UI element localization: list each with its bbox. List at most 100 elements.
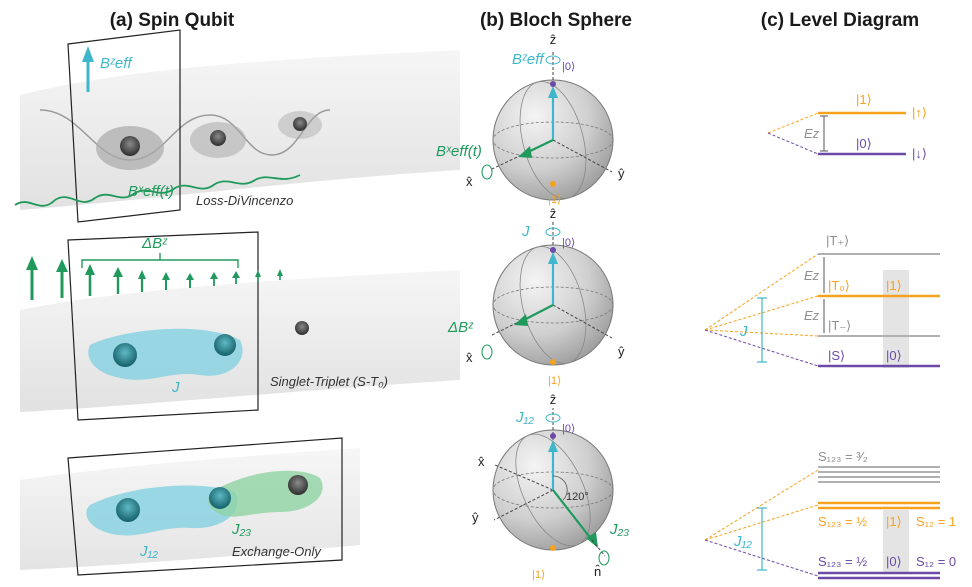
state-1-marker [550,181,556,187]
c-st-ket0: |0⟩ [886,348,902,363]
c-st-j: J [739,323,748,340]
state-1-marker [550,545,556,551]
c-ld-down: |↓⟩ [912,146,927,161]
c-st-t0: |T₀⟩ [828,278,850,293]
c-st-s: |S⟩ [828,348,845,363]
bloch-sphere-3 [492,408,614,566]
c-eo-s12-0: S₁₂ = 0 [916,554,956,569]
s2-ket1: |1⟩ [548,375,561,387]
s3-angle-label: 120° [566,491,589,503]
delta-bz-bracket [81,259,239,268]
label-bz-eff: Bᶻeff [100,55,133,72]
s1-z-label: ẑ [550,32,557,47]
label-exchange-only: Exchange-Only [232,544,322,559]
electron-spin [209,487,231,509]
electron-spin [116,498,140,522]
meridian [515,433,591,547]
c-eo-s12b: S₁₂₃ = ½ [818,554,867,569]
c-st-ket1: |1⟩ [886,278,902,293]
bx-drive-wave [14,174,301,207]
n-axis [591,539,606,557]
c-ld-ket0: |0⟩ [856,136,872,151]
rotation-indicator [598,550,610,566]
exchange-j12-region [86,485,238,536]
rotation-indicator [545,413,561,423]
c-eo-ket1: |1⟩ [886,514,902,529]
s2-x-label: x̂ [466,350,473,365]
electron-spin [295,321,309,335]
title-level-diagram: (c) Level Diagram [761,10,919,31]
s2-y-label: ŷ [618,344,625,359]
y-axis [552,304,613,339]
s3-j23-label: J₂₃ [609,521,629,538]
gradient-field-arrows [26,256,283,300]
c-ld-up: |↑⟩ [912,105,927,120]
c-ld-ket1: |1⟩ [856,92,872,107]
c-eo-s32: S₁₂₃ = ³⁄₂ [818,449,868,464]
drive-vector [523,304,554,321]
st-level-diagram [704,253,940,368]
qubit-subspace-band [883,270,909,368]
s1-bx-label: Bˣeff(t) [436,143,482,160]
s1-ket0: |0⟩ [562,61,575,73]
s1-ket1: |1⟩ [548,194,561,206]
c-st-ez1: Ez [804,268,820,283]
s3-n-label: n̂ [594,564,601,579]
s1-y-label: ŷ [618,166,625,181]
exchange-only-device [20,437,360,576]
drive-vector-head [518,146,532,158]
state-1-marker [550,359,556,365]
s3-ket0: |0⟩ [562,423,575,435]
electron-spin [210,130,226,146]
label-delta-bz: ΔBᶻ [141,235,168,252]
rotation-indicator [481,344,493,360]
s3-ket1: |1⟩ [532,569,545,581]
state-vector-head [548,86,558,98]
device-plane [67,231,259,421]
rotation-indicator [545,55,561,65]
c-eo-j12: J₁₂ [733,533,752,550]
s2-j-label: J [521,223,530,240]
ld-level-diagram [767,111,906,156]
bloch-sphere-2 [481,222,614,366]
s3-y-label: ŷ [472,510,479,525]
state-vector-head [548,440,558,452]
device-plane [67,29,181,223]
electron-spin [214,334,236,356]
c-st-tminus: |T₋⟩ [828,318,851,333]
state-0-marker [550,247,556,253]
c-st-ez2: Ez [804,308,820,323]
rotation-indicator [481,164,493,180]
electron-spin [113,343,137,367]
bz-field-arrow-head [82,46,94,62]
state-vector-head [548,252,558,264]
singlet-triplet-device [20,231,460,421]
c-st-tplus: |T₊⟩ [826,233,849,248]
s3-x-label: x̂ [478,454,485,469]
drive-vector [552,489,593,541]
y-axis [493,489,554,521]
s3-z-label: ẑ [550,392,557,407]
label-loss-divincenzo: Loss-DiVincenzo [196,193,293,208]
device-plane [67,437,343,576]
drive-vector-head [514,314,528,326]
state-0-marker [550,433,556,439]
title-bloch-sphere: (b) Bloch Sphere [480,10,632,31]
s2-delta-bz-label: ΔBᶻ [447,319,474,336]
electron-spin [288,475,308,495]
title-spin-qubit: (a) Spin Qubit [110,10,235,31]
bloch-sphere-1 [481,50,614,201]
c-eo-s12-1: S₁₂ = 1 [916,514,956,529]
label-j12: J₁₂ [139,543,158,560]
rotation-indicator [545,227,561,237]
eo-level-diagram [704,466,940,580]
s3-j12-label: J₁₂ [515,409,534,426]
angle-arc [552,475,568,501]
s2-ket0: |0⟩ [562,237,575,249]
electron-spin [120,136,140,156]
qubit-subspace-band [883,510,909,572]
drive-vector [527,139,554,153]
electron-spin [293,117,307,131]
